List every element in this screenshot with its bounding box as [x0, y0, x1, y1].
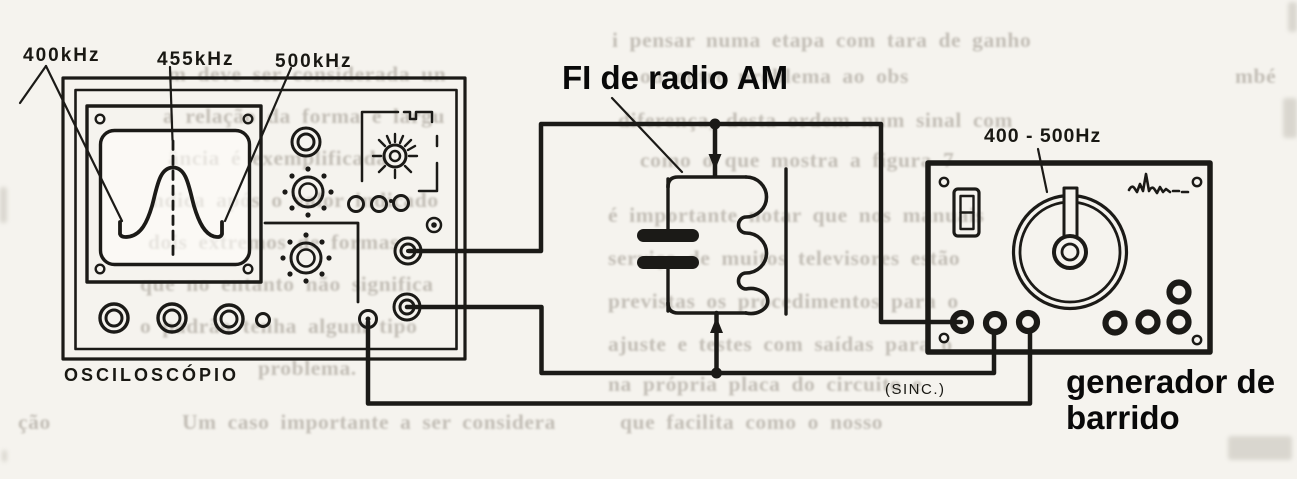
scan-smudge — [2, 450, 7, 462]
bleed-text-line: Um caso importante a ser considera — [182, 410, 557, 434]
bleed-text-line: na própria placa do circuito e — [608, 372, 923, 396]
leader-fi-annotation — [610, 96, 684, 174]
freq-label-400khz: 400kHz — [23, 45, 101, 66]
sweep-range-label: 400 - 500Hz — [984, 125, 1102, 147]
label-leader-lines — [18, 64, 1049, 223]
sweep-generator-annotation: generador de barrido — [1066, 363, 1276, 436]
leader-400khz-stray — [18, 64, 48, 105]
if-response-curve-trace — [118, 165, 224, 239]
tank-circuit — [637, 167, 788, 316]
oscilloscope-label: OSCILOSCÓPIO — [64, 365, 240, 385]
dotted-knob-lower — [280, 232, 332, 284]
inductor-coil — [736, 175, 770, 316]
crt-bezel — [85, 104, 263, 284]
leader-range-label — [1036, 147, 1049, 194]
power-switch — [952, 187, 981, 238]
freq-label-500khz: 500kHz — [275, 51, 353, 72]
sync-label: (SINC.) — [885, 381, 946, 398]
panel-corner-bracket — [263, 221, 360, 304]
connection-wires — [365, 121, 1033, 406]
arrow-up-icon — [710, 317, 723, 333]
small-target-knob — [425, 216, 443, 234]
leader-400khz — [44, 64, 124, 223]
oscilloscope-case-inner — [74, 88, 458, 351]
sweep-generator-drawing — [925, 160, 1213, 355]
bleed-text-line: m deve ser considerada un — [168, 62, 447, 86]
wire-sync — [365, 319, 1033, 406]
oscilloscope-drawing — [61, 76, 467, 361]
bleed-text-line: ajuste e testes com saídas para o — [608, 332, 953, 356]
scan-smudge — [1228, 436, 1292, 460]
arrow-down-icon — [708, 154, 722, 170]
capacitor — [637, 177, 699, 313]
gear-knob — [371, 132, 419, 180]
bottom-knob-row — [98, 302, 271, 335]
dotted-knob-upper — [282, 166, 334, 218]
bezel-screw-icons — [94, 113, 254, 275]
wire-vertical-input-to-generator — [406, 121, 964, 325]
if-transformer-annotation: FI de radio AM — [562, 59, 789, 96]
junction-dots — [709, 118, 722, 379]
bleed-text-line: que no entanto não significa — [140, 272, 434, 296]
generator-case — [925, 160, 1213, 355]
wire-lower-input-to-generator — [404, 304, 997, 376]
generator-output-jacks — [949, 279, 1192, 336]
bleed-text-line: diferença, desta ordem num sinal com — [618, 108, 1013, 132]
dial-pointer — [1062, 186, 1079, 242]
bleed-text-line: ção — [18, 410, 51, 434]
oscilloscope-case-outer — [61, 76, 467, 361]
bleed-text-line: é importante notar que nos manuais — [608, 203, 985, 227]
scan-smudge — [1283, 98, 1297, 138]
signal-direction-arrows — [708, 154, 723, 333]
bleed-text-line: que facilita como o nosso — [620, 410, 884, 434]
crt-screen — [98, 128, 252, 267]
generator-screw-icons — [938, 176, 1203, 346]
freq-label-455khz: 455kHz — [157, 49, 235, 70]
bleed-text-line: a relação da forma e largu — [163, 104, 446, 128]
tuning-dial — [1011, 186, 1129, 311]
scan-smudge — [1288, 2, 1297, 32]
leader-455khz — [168, 65, 174, 142]
top-knob — [290, 126, 322, 158]
bleed-text-line: mbé — [1235, 64, 1277, 88]
bleed-text-line: ou outro problema ao obs — [640, 64, 909, 88]
dial-hub — [1052, 234, 1088, 270]
small-button-row — [347, 194, 410, 213]
sweep-waveform-icon — [1127, 172, 1190, 195]
bleed-text-line: i pensar numa etapa com tara de ganho — [612, 28, 1032, 52]
gear-knob-bracket — [360, 110, 439, 193]
scan-smudge — [0, 187, 7, 223]
leader-500khz — [223, 66, 293, 223]
bleed-text-line: como o que mostra a figura 7 — [640, 148, 955, 172]
